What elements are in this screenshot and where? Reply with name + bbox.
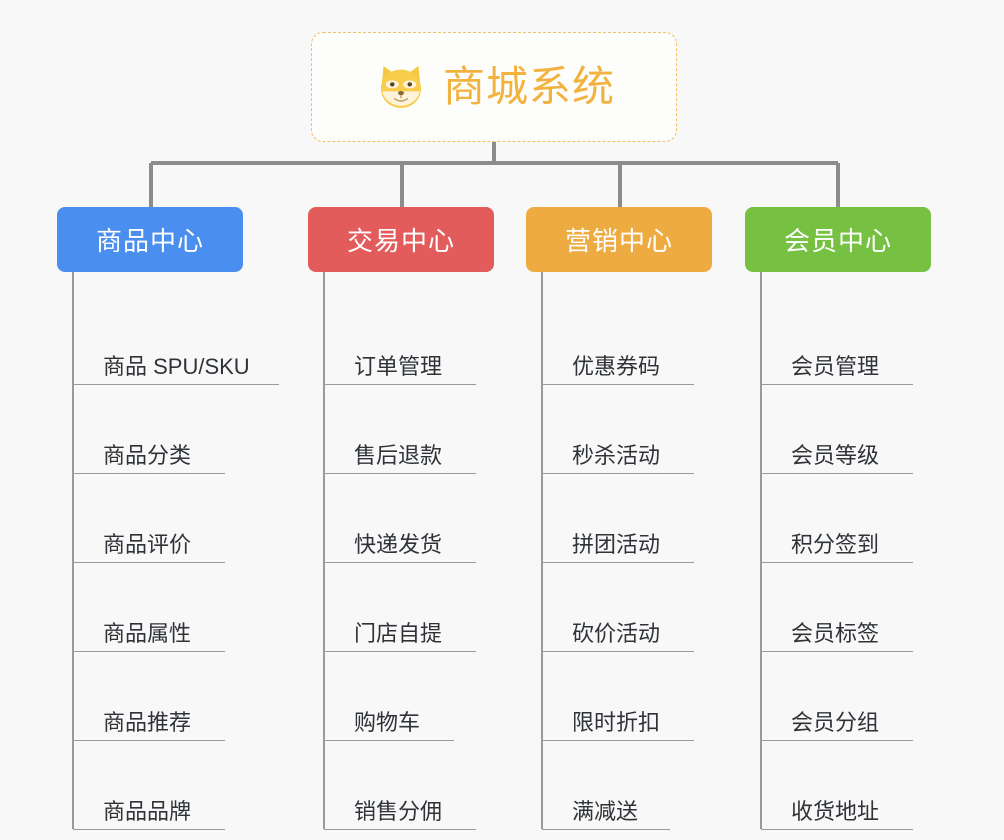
category-box-marketing-center[interactable]: 营销中心 [526, 207, 712, 272]
leaf-underline [542, 829, 670, 830]
leaf-underline [542, 384, 694, 385]
leaf-underline [324, 473, 476, 474]
leaf-item[interactable]: 收货地址 [761, 741, 931, 830]
leaf-label: 满减送 [572, 798, 639, 824]
category-label: 交易中心 [346, 226, 455, 256]
leaf-item[interactable]: 订单管理 [324, 296, 494, 385]
leaf-item[interactable]: 商品分类 [73, 385, 243, 474]
leaf-underline [542, 740, 694, 741]
leaf-underline [73, 829, 225, 830]
leaf-label: 会员标签 [791, 620, 880, 646]
leaf-label: 会员分组 [791, 709, 880, 735]
leaf-underline [761, 384, 913, 385]
leaf-item[interactable]: 会员分组 [761, 652, 931, 741]
leaf-label: 收货地址 [791, 798, 880, 824]
leaf-underline [761, 651, 913, 652]
leaf-label: 拼团活动 [572, 531, 661, 557]
leaf-list-product-center: 商品 SPU/SKU 商品分类商品评价商品属性商品推荐商品品牌 [73, 296, 279, 830]
leaf-item[interactable]: 拼团活动 [542, 474, 712, 563]
leaf-label: 砍价活动 [572, 620, 661, 646]
leaf-item[interactable]: 商品推荐 [73, 652, 243, 741]
branch-column-marketing-center: 营销中心优惠券码秒杀活动拼团活动砍价活动限时折扣满减送 [526, 207, 712, 830]
leaf-item[interactable]: 商品评价 [73, 474, 243, 563]
leaf-label: 商品评价 [103, 531, 192, 557]
leaf-underline [73, 740, 225, 741]
leaf-label: 秒杀活动 [572, 442, 661, 468]
shiba-dog-face-icon [380, 66, 422, 110]
leaf-list-trade-center: 订单管理售后退款快递发货门店自提购物车销售分佣 [324, 296, 494, 830]
leaf-label: 商品属性 [103, 620, 192, 646]
leaf-item[interactable]: 门店自提 [324, 563, 494, 652]
leaf-underline [761, 740, 913, 741]
leaf-item[interactable]: 砍价活动 [542, 563, 712, 652]
leaf-label: 会员等级 [791, 442, 880, 468]
leaf-item[interactable]: 商品 SPU/SKU [73, 296, 279, 385]
leaf-item[interactable]: 会员标签 [761, 563, 931, 652]
leaf-underline [73, 384, 279, 385]
category-box-trade-center[interactable]: 交易中心 [308, 207, 494, 272]
branch-column-product-center: 商品中心商品 SPU/SKU 商品分类商品评价商品属性商品推荐商品品牌 [57, 207, 279, 830]
leaf-underline [324, 384, 476, 385]
leaf-item[interactable]: 商品品牌 [73, 741, 243, 830]
leaf-label: 优惠券码 [572, 353, 661, 379]
branch-column-trade-center: 交易中心订单管理售后退款快递发货门店自提购物车销售分佣 [308, 207, 494, 830]
leaf-label: 购物车 [354, 709, 421, 735]
leaf-item[interactable]: 商品属性 [73, 563, 243, 652]
leaf-underline [324, 651, 476, 652]
leaf-item[interactable]: 优惠券码 [542, 296, 712, 385]
leaf-label: 积分签到 [791, 531, 880, 557]
leaf-item[interactable]: 限时折扣 [542, 652, 712, 741]
leaf-item[interactable]: 购物车 [324, 652, 494, 741]
leaf-label: 限时折扣 [572, 709, 661, 735]
root-title: 商城系统 [442, 63, 615, 110]
leaf-underline [324, 740, 454, 741]
leaf-underline [73, 651, 225, 652]
branch-column-member-center: 会员中心会员管理会员等级积分签到会员标签会员分组收货地址 [745, 207, 931, 830]
category-label: 商品中心 [95, 226, 204, 256]
leaf-underline [542, 651, 694, 652]
leaf-label: 门店自提 [354, 620, 443, 646]
leaf-label: 商品品牌 [103, 798, 192, 824]
leaf-item[interactable]: 满减送 [542, 741, 712, 830]
leaf-list-member-center: 会员管理会员等级积分签到会员标签会员分组收货地址 [761, 296, 931, 830]
leaf-item[interactable]: 销售分佣 [324, 741, 494, 830]
leaf-underline [324, 562, 476, 563]
leaf-label: 快递发货 [354, 531, 443, 557]
leaf-label: 销售分佣 [354, 798, 443, 824]
leaf-label: 会员管理 [791, 353, 880, 379]
leaf-item[interactable]: 售后退款 [324, 385, 494, 474]
category-box-member-center[interactable]: 会员中心 [745, 207, 931, 272]
leaf-underline [324, 829, 476, 830]
leaf-item[interactable]: 快递发货 [324, 474, 494, 563]
leaf-underline [761, 562, 913, 563]
leaf-label: 商品 SPU/SKU [103, 353, 250, 379]
root-node[interactable]: 商城系统 [311, 32, 677, 142]
leaf-label: 商品分类 [103, 442, 192, 468]
leaf-item[interactable]: 积分签到 [761, 474, 931, 563]
leaf-item[interactable]: 秒杀活动 [542, 385, 712, 474]
leaf-list-marketing-center: 优惠券码秒杀活动拼团活动砍价活动限时折扣满减送 [542, 296, 712, 830]
leaf-label: 商品推荐 [103, 709, 192, 735]
leaf-underline [761, 829, 913, 830]
leaf-item[interactable]: 会员等级 [761, 385, 931, 474]
leaf-underline [542, 562, 694, 563]
leaf-underline [73, 473, 225, 474]
leaf-underline [73, 562, 225, 563]
leaf-underline [542, 473, 694, 474]
leaf-item[interactable]: 会员管理 [761, 296, 931, 385]
leaf-label: 订单管理 [354, 353, 443, 379]
leaf-label: 售后退款 [354, 442, 443, 468]
category-label: 营销中心 [564, 226, 673, 256]
category-box-product-center[interactable]: 商品中心 [57, 207, 243, 272]
leaf-underline [761, 473, 913, 474]
category-label: 会员中心 [783, 226, 892, 256]
